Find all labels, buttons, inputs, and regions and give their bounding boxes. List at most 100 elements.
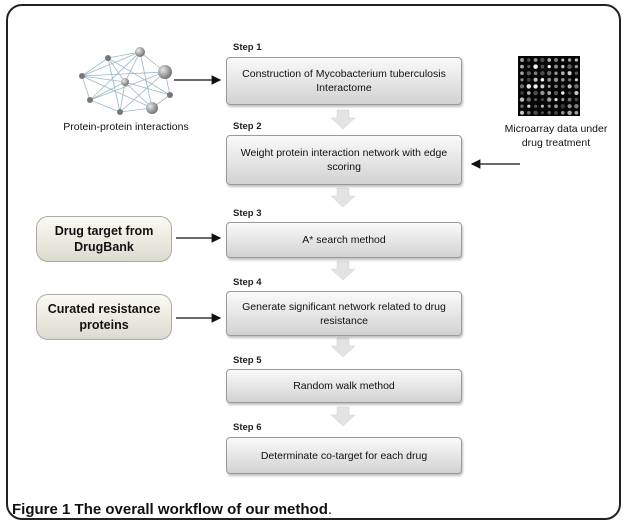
step-2-label: Step 2	[233, 121, 262, 132]
microarray-spot	[567, 58, 572, 62]
microarray-spot	[520, 78, 524, 82]
microarray-spot	[560, 77, 565, 82]
microarray-spot	[540, 78, 545, 82]
microarray-spot	[519, 84, 525, 89]
microarray-spot	[533, 77, 538, 82]
microarray-spot	[553, 57, 559, 63]
microarray-spot	[533, 71, 538, 75]
microarray-spot	[567, 71, 572, 76]
figure-caption: Figure 1 The overall workflow of our met…	[12, 501, 332, 518]
resistance-text: Curated resistance proteins	[47, 302, 161, 332]
flow-arrows	[330, 109, 356, 427]
microarray-spot	[554, 84, 558, 89]
microarray-spot	[540, 104, 544, 108]
microarray-spot	[547, 97, 552, 102]
microarray-spot	[554, 110, 558, 115]
step-2-text: Weight protein interaction network with …	[240, 147, 448, 173]
microarray-spot	[526, 84, 532, 89]
microarray-spot	[540, 64, 545, 69]
microarray-spot	[520, 71, 524, 75]
microarray-spot	[520, 64, 524, 69]
microarray-spot	[547, 104, 551, 108]
microarray-spot	[560, 84, 565, 89]
microarray-spot	[560, 104, 565, 109]
microarray-spot	[527, 58, 531, 62]
drug-target-box: Drug target from DrugBank	[36, 216, 172, 262]
microarray-spot	[547, 58, 552, 62]
microarray-spot	[574, 64, 579, 69]
resistance-box: Curated resistance proteins	[36, 294, 172, 340]
microarray-spot	[567, 104, 572, 109]
microarray-spot	[567, 64, 572, 69]
caption-figure-number: Figure 1	[12, 501, 71, 518]
microarray-spot	[526, 77, 531, 82]
microarray-spot	[567, 97, 572, 102]
microarray-spot	[534, 98, 538, 102]
step-2-box: Weight protein interaction network with …	[226, 135, 462, 185]
microarray-spot	[527, 65, 531, 69]
microarray-spot	[547, 91, 552, 95]
microarray-spot	[526, 71, 531, 76]
microarray-spot	[540, 57, 545, 63]
microarray-spot	[520, 104, 524, 108]
microarray-spot	[546, 70, 552, 76]
microarray-spot	[553, 90, 559, 96]
microarray-spot	[519, 110, 525, 115]
microarray-spot	[553, 77, 559, 82]
microarray-spot	[574, 97, 579, 102]
microarray-spot	[567, 84, 572, 89]
microarray-spot	[547, 84, 551, 88]
step-6-box: Determinate co-target for each drug	[226, 437, 462, 474]
microarray-spot	[560, 110, 565, 115]
microarray-spot	[560, 71, 565, 76]
microarray-graphic	[518, 56, 580, 116]
microarray-spot	[526, 97, 531, 102]
microarray-spot	[554, 64, 558, 69]
step-3-label: Step 3	[233, 208, 262, 219]
microarray-spot	[520, 91, 524, 95]
microarray-spot	[574, 58, 579, 62]
microarray-spot	[519, 97, 525, 102]
microarray-spot	[533, 58, 538, 62]
ppi-label: Protein-protein interactions	[63, 121, 189, 133]
microarray-spot	[574, 78, 579, 82]
microarray-spot	[574, 110, 579, 115]
step-5-text: Random walk method	[293, 380, 395, 392]
microarray-spot	[554, 97, 558, 102]
step-4-box: Generate significant network related to …	[226, 291, 462, 336]
microarray-spot	[547, 111, 551, 115]
microarray-spot	[574, 90, 579, 96]
step-4-label: Step 4	[233, 277, 262, 288]
step-1-box: Construction of Mycobacterium tuberculos…	[226, 57, 462, 105]
microarray-spot	[574, 71, 579, 75]
microarray-spot	[533, 64, 538, 69]
caption-title: The overall workflow of our method	[74, 501, 328, 518]
microarray-spot	[520, 58, 524, 62]
figure-frame	[6, 4, 621, 520]
microarray-spot	[567, 91, 572, 95]
microarray-spot	[540, 70, 545, 76]
microarray-spot	[574, 84, 579, 89]
microarray-spot	[540, 90, 545, 96]
microarray-spot	[561, 58, 565, 62]
network-nodes	[79, 47, 173, 115]
step-5-label: Step 5	[233, 355, 262, 366]
microarray-label: Microarray data under drug treatment	[504, 123, 608, 149]
microarray-spot	[534, 104, 538, 108]
protein-network-graphic	[81, 51, 171, 113]
step-1-label: Step 1	[233, 42, 262, 53]
microarray-spot	[533, 84, 538, 89]
step-1-text: Construction of Mycobacterium tuberculos…	[242, 68, 446, 94]
step-6-label: Step 6	[233, 422, 262, 433]
microarray-spot	[554, 104, 558, 109]
microarray-spot	[574, 103, 579, 109]
microarray-spot	[567, 78, 572, 82]
microarray-spot	[561, 64, 565, 69]
microarray-spot	[561, 98, 565, 102]
microarray-spot	[540, 98, 544, 102]
microarray-spot	[567, 110, 572, 116]
step-3-text: A* search method	[302, 234, 386, 246]
microarray-spot	[527, 104, 531, 108]
microarray-spot	[533, 90, 538, 96]
